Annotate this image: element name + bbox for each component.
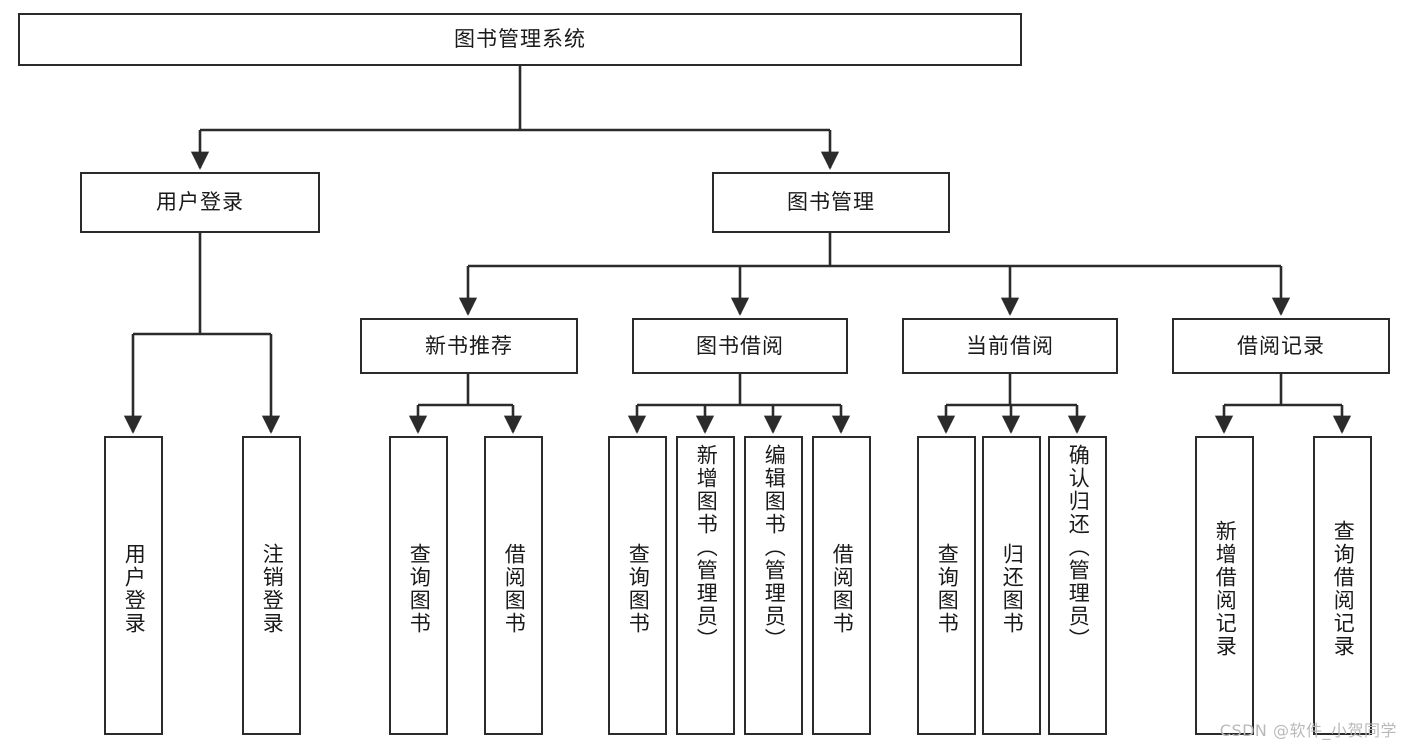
node-label: 借阅图书	[830, 542, 855, 635]
node-leaf-edit-book-admin[interactable]: 编辑图书（管理员）	[744, 436, 803, 735]
node-label: 注销登录	[260, 542, 285, 635]
node-leaf-user-login[interactable]: 用户登录	[104, 436, 163, 735]
node-label: 图书管理系统	[454, 27, 586, 52]
node-label: 归还图书	[1000, 542, 1025, 635]
node-label: 编辑图书（管理员）	[762, 444, 787, 651]
node-label: 图书管理	[787, 190, 875, 215]
node-label: 确认归还（管理员）	[1066, 444, 1091, 651]
node-label: 用户登录	[156, 190, 244, 215]
node-label: 查询图书	[935, 542, 960, 635]
node-leaf-confirm-return-admin[interactable]: 确认归还（管理员）	[1048, 436, 1107, 735]
node-label: 新增图书（管理员）	[694, 444, 719, 651]
node-new-book-recommend[interactable]: 新书推荐	[360, 318, 578, 374]
node-label: 查询图书	[626, 542, 651, 635]
node-leaf-query-book-current[interactable]: 查询图书	[917, 436, 976, 735]
node-user-login[interactable]: 用户登录	[80, 172, 320, 233]
node-root-library-system[interactable]: 图书管理系统	[18, 13, 1022, 66]
node-current-borrow[interactable]: 当前借阅	[902, 318, 1118, 374]
node-book-borrow[interactable]: 图书借阅	[632, 318, 848, 374]
node-leaf-add-borrow-record[interactable]: 新增借阅记录	[1195, 436, 1254, 735]
node-label: 借阅图书	[502, 542, 527, 635]
node-leaf-return-book[interactable]: 归还图书	[982, 436, 1041, 735]
node-leaf-query-book[interactable]: 查询图书	[608, 436, 667, 735]
node-label: 查询图书	[407, 542, 432, 635]
node-leaf-add-book-admin[interactable]: 新增图书（管理员）	[676, 436, 735, 735]
node-label: 查询借阅记录	[1331, 519, 1356, 658]
node-borrow-record[interactable]: 借阅记录	[1172, 318, 1390, 374]
node-label: 新书推荐	[425, 333, 513, 358]
csdn-watermark: CSDN @软件_小贺同学	[1219, 721, 1397, 740]
node-leaf-query-book-recommend[interactable]: 查询图书	[389, 436, 448, 735]
node-label: 新增借阅记录	[1213, 519, 1238, 658]
node-leaf-borrow-book-recommend[interactable]: 借阅图书	[484, 436, 543, 735]
node-label: 当前借阅	[966, 333, 1054, 358]
node-leaf-logout[interactable]: 注销登录	[242, 436, 301, 735]
node-leaf-borrow-book[interactable]: 借阅图书	[812, 436, 871, 735]
node-leaf-query-borrow-record[interactable]: 查询借阅记录	[1313, 436, 1372, 735]
node-label: 借阅记录	[1237, 333, 1325, 358]
node-book-management[interactable]: 图书管理	[712, 172, 950, 233]
node-label: 图书借阅	[696, 333, 784, 358]
node-label: 用户登录	[122, 542, 147, 635]
